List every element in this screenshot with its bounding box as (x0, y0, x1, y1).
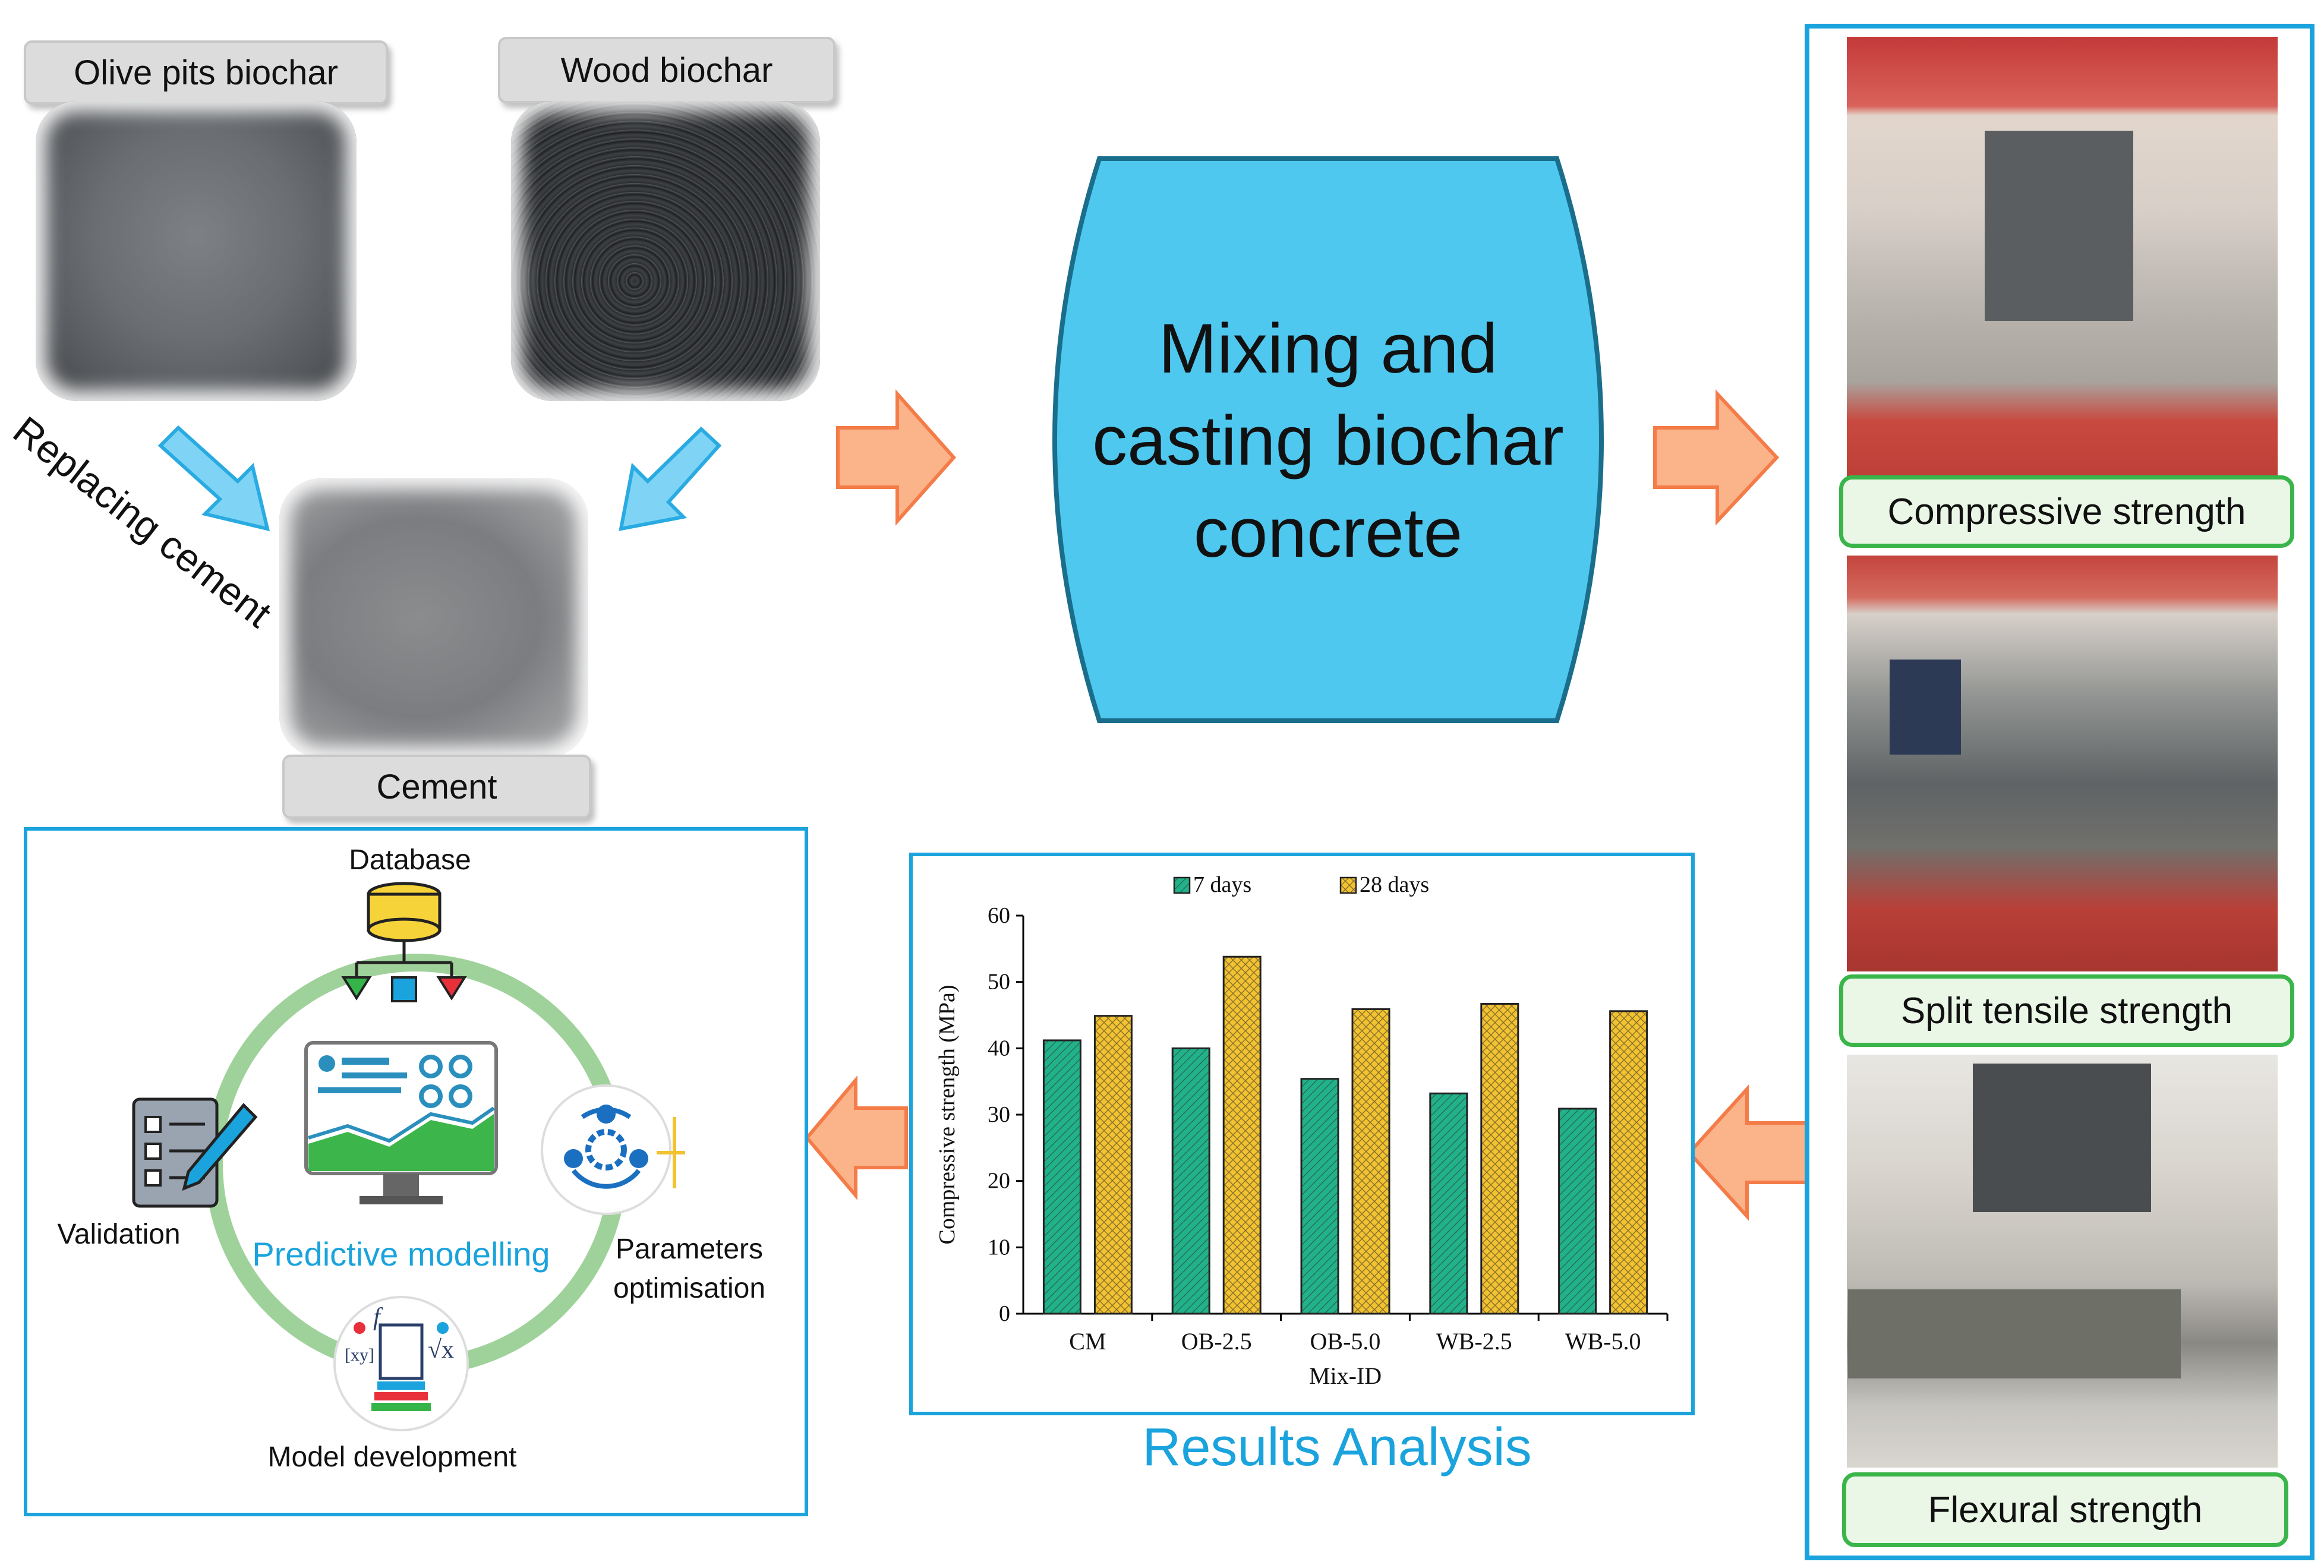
database-icon (341, 882, 467, 1002)
validation-label: Validation (57, 1219, 181, 1250)
bar-7d (1558, 1108, 1597, 1315)
arrow-to-results (1686, 1084, 1808, 1221)
validation-icon (132, 1097, 258, 1208)
bar-28d (1351, 1008, 1390, 1315)
flexural-strength-label: Flexural strength (1842, 1472, 2288, 1547)
cement-label: Cement (282, 755, 591, 819)
bar-7d (1429, 1092, 1468, 1315)
svg-text:[xy]: [xy] (345, 1345, 374, 1365)
olive-biochar-label: Olive pits biochar (24, 40, 388, 105)
split-tensile-label: Split tensile strength (1839, 974, 2294, 1047)
arrow-to-modelling (805, 1075, 908, 1200)
model-development-label: Model development (267, 1441, 517, 1473)
x-tick-label: WB-2.5 (1436, 1328, 1512, 1355)
x-tick-label: CM (1069, 1328, 1106, 1355)
bar-7d (1300, 1078, 1339, 1315)
flexural-beam (1848, 1289, 2181, 1378)
results-title: Results Analysis (1142, 1418, 1532, 1477)
predictive-modelling-icon (304, 1041, 498, 1204)
x-tick-label: OB-2.5 (1181, 1328, 1252, 1355)
wood-biochar-photo (511, 101, 820, 401)
y-tick-label: 40 (988, 1036, 1010, 1061)
y-axis-label: Compressive strength (MPa) (935, 985, 960, 1245)
y-tick-label: 0 (999, 1301, 1010, 1326)
mixing-shape (1052, 156, 1604, 723)
y-tick-label: 50 (988, 970, 1010, 995)
y-tick-label: 30 (988, 1102, 1010, 1127)
x-tick-label: OB-5.0 (1310, 1328, 1381, 1355)
legend-swatch (1173, 876, 1191, 894)
y-tick-label: 20 (988, 1169, 1010, 1194)
bar-28d (1093, 1015, 1133, 1315)
compressive-strength-label: Compressive strength (1839, 475, 2294, 548)
wood-biochar-label: Wood biochar (498, 37, 835, 103)
legend-label: 7 days (1193, 872, 1251, 897)
bar-7d (1042, 1039, 1081, 1315)
mixing-label: Mixing and casting biochar concrete (1092, 310, 1564, 572)
compressive-specimen (1985, 131, 2133, 321)
blue-arrow-left (157, 425, 270, 532)
bar-28d (1609, 1010, 1648, 1315)
olive-biochar-photo (36, 101, 357, 401)
split-specimen (1890, 660, 1961, 755)
parameters-icon (541, 1084, 685, 1215)
blue-arrow-right (619, 426, 722, 531)
legend-swatch (1339, 876, 1357, 894)
cement-photo (279, 478, 588, 758)
y-tick-label: 10 (988, 1235, 1010, 1260)
x-tick-label: WB-5.0 (1565, 1328, 1641, 1355)
bar-7d (1171, 1047, 1210, 1315)
arrow-to-mixing (836, 389, 957, 526)
bar-28d (1480, 1003, 1519, 1315)
legend-label: 28 days (1360, 872, 1429, 897)
flexural-machine (1973, 1064, 2151, 1212)
predictive-modelling-label: Predictive modelling (252, 1235, 550, 1273)
parameters-label: Parameters optimisation (613, 1233, 766, 1304)
model-development-icon: f √x [xy] (333, 1296, 469, 1431)
arrow-to-tests (1653, 389, 1780, 526)
bar-28d (1222, 955, 1262, 1315)
y-tick-label: 60 (988, 903, 1010, 928)
split-tensile-photo (1847, 556, 2278, 971)
database-label: Database (349, 844, 471, 876)
svg-text:√x: √x (428, 1336, 454, 1364)
x-axis-label: Mix-ID (1309, 1362, 1382, 1389)
